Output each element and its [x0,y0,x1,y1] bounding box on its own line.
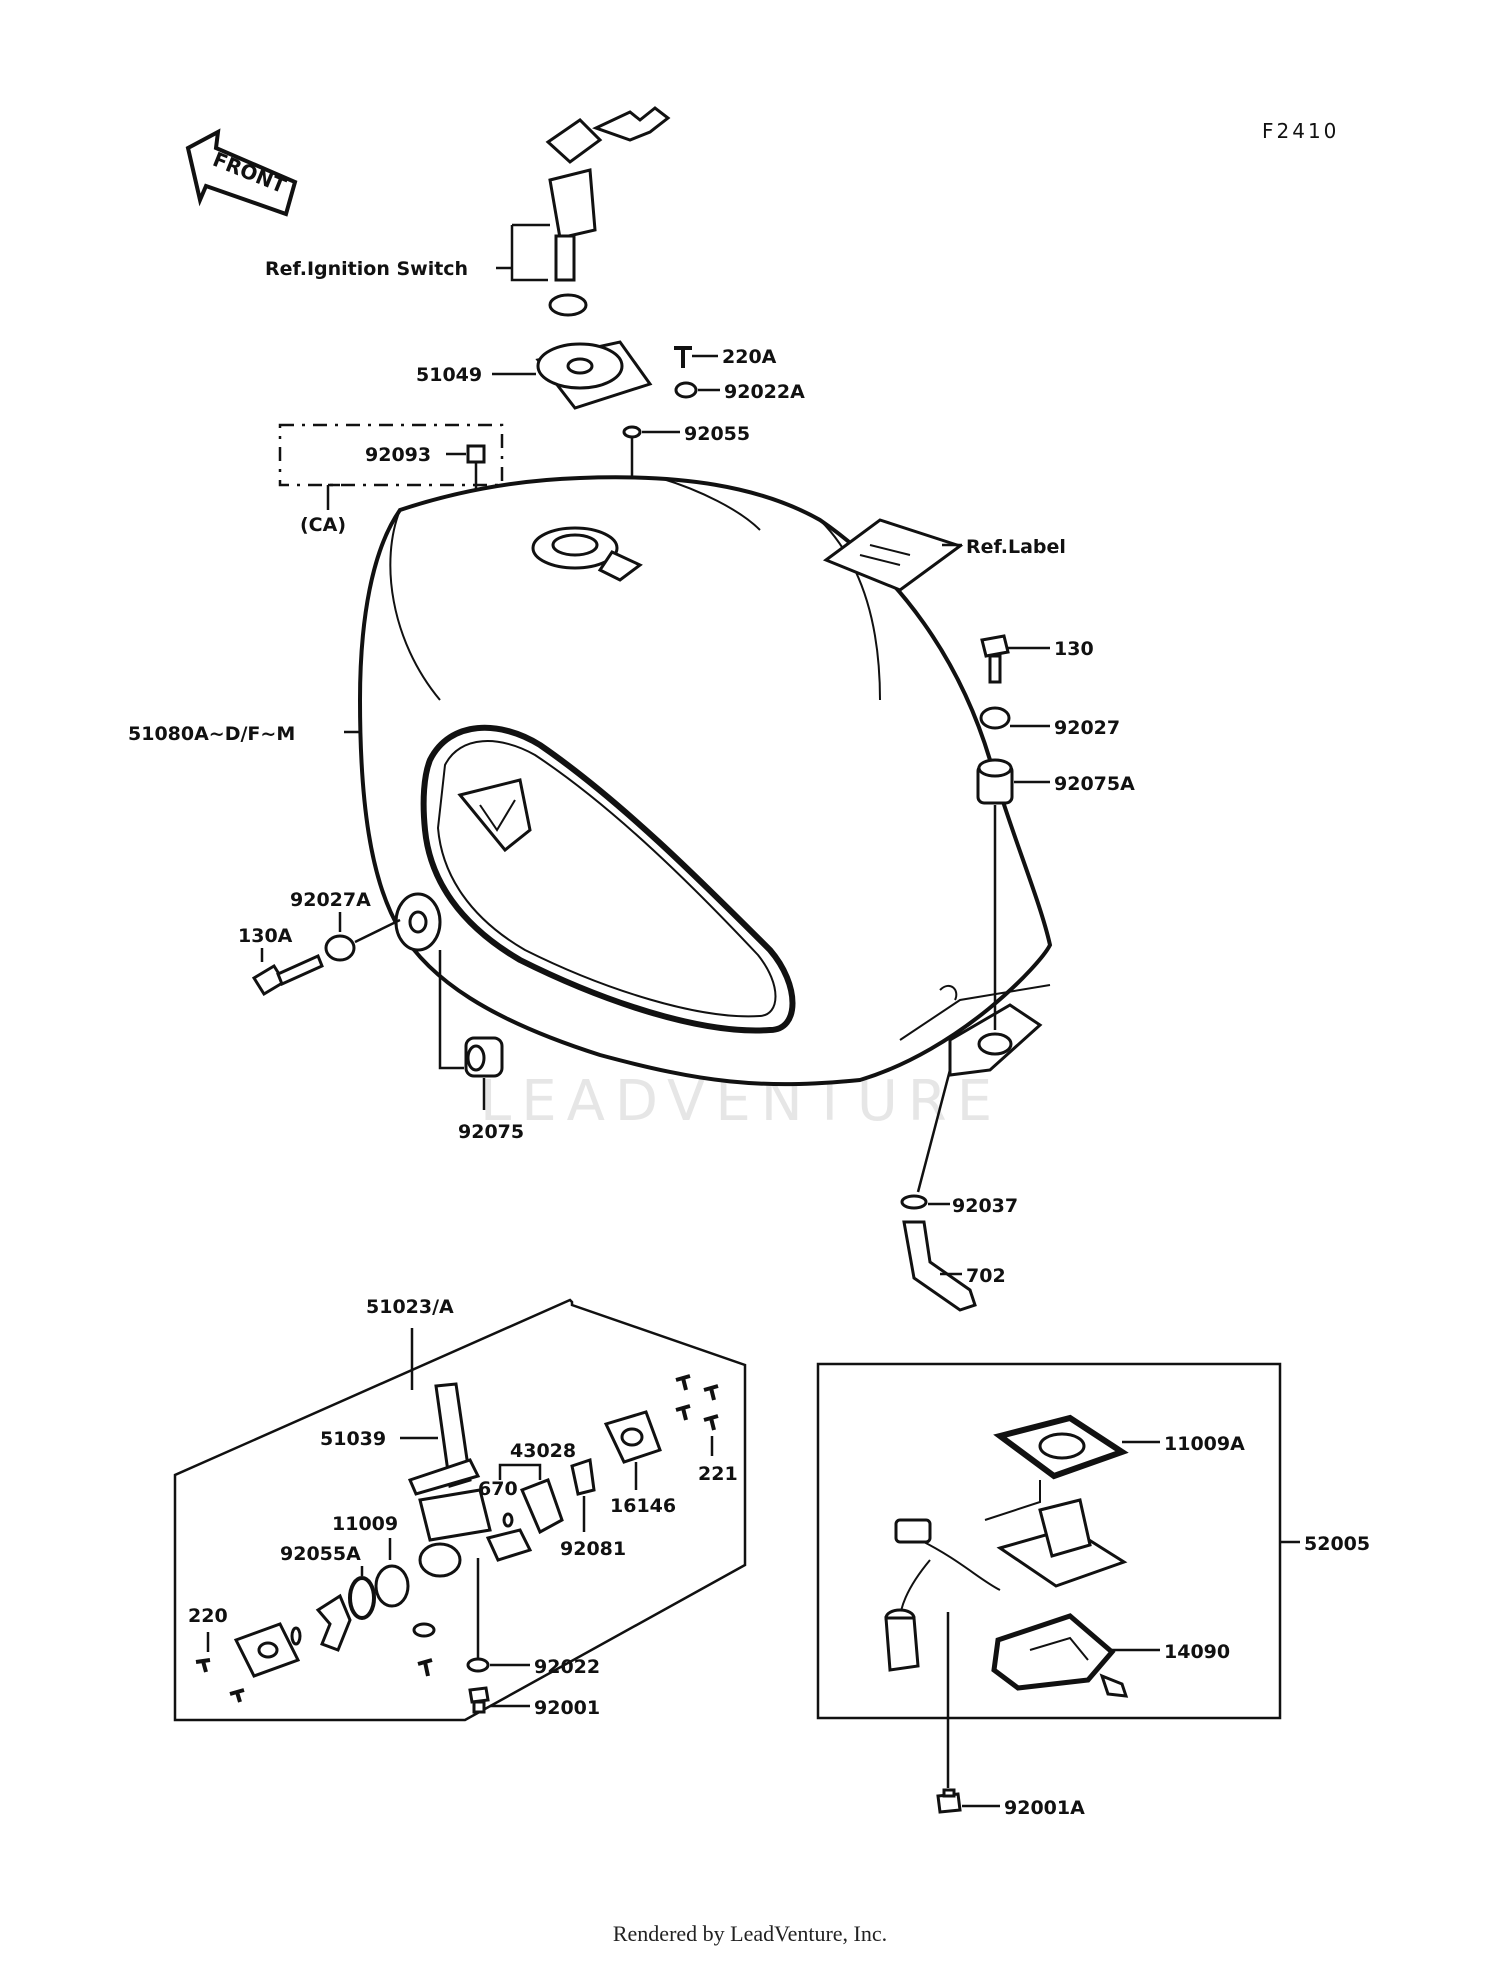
label-92022: 92022 [534,1656,600,1678]
label-11009: 11009 [332,1513,398,1535]
label-92027A: 92027A [290,889,371,911]
front-arrow-icon: FRONT [185,128,298,217]
screw-220-icon [195,1658,211,1673]
label-ref-label: Ref.Label [966,536,1066,558]
footer-credit: Rendered by LeadVenture, Inc. [612,1921,888,1946]
label-92001A: 92001A [1004,1797,1085,1819]
label-11009A: 11009A [1164,1433,1245,1455]
fuel-cock-box [173,1298,747,1722]
hose-702-icon [902,1220,977,1312]
spring-92081-icon [570,1458,596,1496]
label-51023: 51023/A [366,1296,454,1318]
label-16146: 16146 [610,1495,676,1517]
label-220A: 220A [722,346,777,368]
clamp-92037-icon [900,1194,928,1210]
bolt-130-icon [980,634,1010,684]
label-ref-ignition-switch: Ref.Ignition Switch [265,258,468,280]
label-92027: 92027 [1054,717,1120,739]
label-221: 221 [698,1463,738,1485]
label-702: 702 [966,1265,1006,1287]
fuel-tank-icon [357,475,1053,1087]
label-670: 670 [478,1478,518,1500]
screws-221-icon [675,1374,719,1431]
label-92001: 92001 [534,1697,600,1719]
label-130: 130 [1054,638,1094,660]
ignition-key-icon [545,106,671,317]
bolt-92001-icon [468,1686,490,1704]
oring-92055A-icon [348,1576,376,1620]
label-130A: 130A [238,925,293,947]
collar-92027A-icon [324,934,356,962]
label-92055A: 92055A [280,1543,361,1565]
label-92055: 92055 [684,423,750,445]
ca-dashed-box [278,423,504,487]
label-52005: 52005 [1304,1533,1370,1555]
label-14090: 14090 [1164,1641,1230,1663]
fuel-cap-icon [535,340,653,410]
gasket-11009-icon [374,1564,410,1608]
label-92075: 92075 [458,1121,524,1143]
bolt-130A-icon [251,953,324,997]
label-51080: 51080A~D/F~M [128,723,295,745]
label-51039: 51039 [320,1428,386,1450]
diagram-code: F2410 [1262,119,1339,143]
label-92075A: 92075A [1054,773,1135,795]
label-92022A: 92022A [724,381,805,403]
fuel-cock-icon [407,1382,533,1578]
diaphragm-43028-icon [520,1478,564,1535]
fuel-sender-icon [884,1480,1128,1672]
bracket-14090-icon [991,1613,1116,1691]
label-ca: (CA) [300,514,346,536]
lever-icon [315,1593,352,1652]
label-92081: 92081 [560,1538,626,1560]
washer-92022-icon [466,1657,490,1673]
label-51049: 51049 [416,364,482,386]
label-43028: 43028 [510,1440,576,1462]
label-92093: 92093 [365,444,431,466]
label-92037: 92037 [952,1195,1018,1217]
label-220: 220 [188,1605,228,1627]
